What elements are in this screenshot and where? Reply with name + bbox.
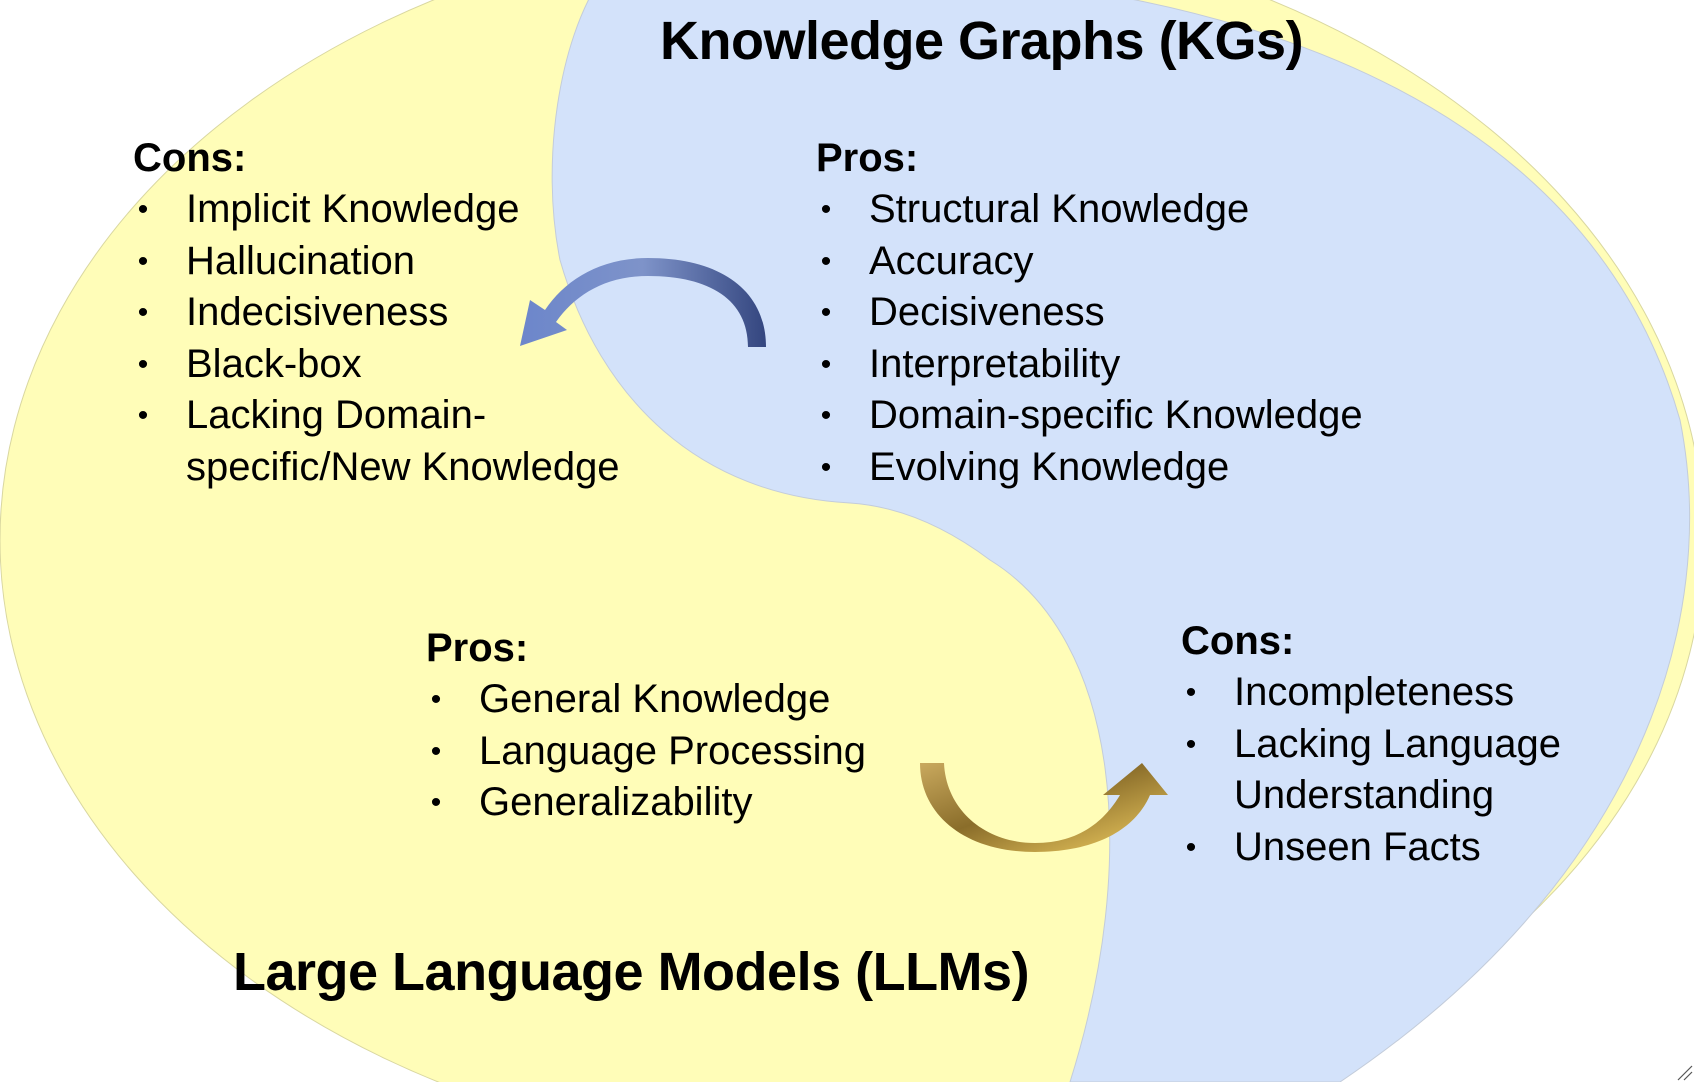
bullet-icon: • [820,399,832,432]
llm-pros-block: Pros: •General Knowledge •Language Proce… [426,623,866,829]
bullet-icon: • [137,296,149,329]
list-item: •Hallucination [133,236,620,288]
bullet-icon: • [137,244,149,278]
list-item: •Accuracy [816,236,1363,288]
bullet-icon: • [430,786,442,819]
kg-pros-header: Pros: [816,136,919,180]
list-item: •Interpretability [816,339,1363,391]
bullet-icon: • [137,193,149,226]
list-item: •Generalizability [426,777,866,829]
kg-title: Knowledge Graphs (KGs) [660,11,1304,71]
list-item: •Indecisiveness [133,287,620,339]
bullet-icon: • [1185,727,1197,761]
bullet-icon: • [820,296,832,329]
llm-cons-block: Cons: •Implicit Knowledge •Hallucination… [133,133,620,493]
curved-arrow-left-icon [520,258,766,347]
list-item: •Language Processing [426,726,866,778]
bullet-icon: • [430,734,442,768]
list-item: •Lacking Domain-specific/New Knowledge [133,390,620,493]
llm-pros-header: Pros: [426,626,529,670]
bullet-icon: • [1185,830,1197,864]
bullet-icon: • [820,450,832,484]
bullet-icon: • [820,244,832,278]
llm-pros-list: •General Knowledge •Language Processing … [426,674,866,829]
bullet-icon: • [820,193,832,226]
bullet-icon: • [1185,676,1197,709]
resize-grip-icon[interactable] [1677,1065,1693,1081]
bullet-icon: • [137,399,149,432]
list-item: •Evolving Knowledge [816,442,1363,494]
list-item: •Decisiveness [816,287,1363,339]
kg-region [551,0,1690,1082]
kg-pros-block: Pros: •Structural Knowledge •Accuracy •D… [816,133,1363,493]
list-item: •Structural Knowledge [816,184,1363,236]
bullet-icon: • [137,347,149,381]
list-item: •Domain-specific Knowledge [816,390,1363,442]
bullet-icon: • [820,347,832,381]
llm-title: Large Language Models (LLMs) [233,942,1030,1002]
bullet-icon: • [430,683,442,716]
llm-cons-list: •Implicit Knowledge •Hallucination •Inde… [133,184,620,493]
kg-cons-header: Cons: [1181,619,1295,663]
list-item: •Incompleteness [1181,667,1561,719]
llm-cons-header: Cons: [133,136,247,180]
kg-pros-list: •Structural Knowledge •Accuracy •Decisiv… [816,184,1363,493]
list-item: •Black-box [133,339,620,391]
list-item: •General Knowledge [426,674,866,726]
list-item: •Unseen Facts [1181,822,1561,874]
curved-arrow-right-icon [920,763,1168,852]
list-item: •Implicit Knowledge [133,184,620,236]
